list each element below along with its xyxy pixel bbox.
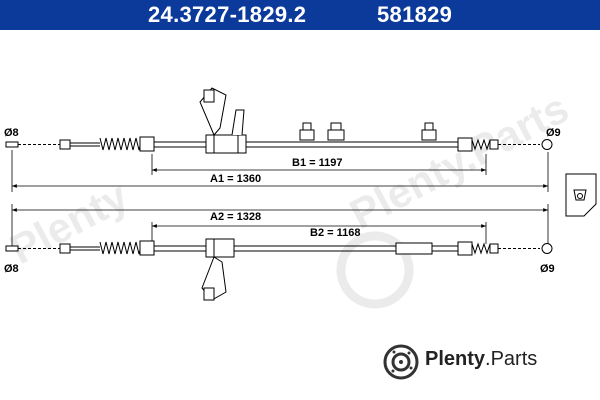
dimension-a1-label: A1 = 1360 bbox=[210, 173, 261, 185]
dimension-a2 bbox=[11, 204, 549, 246]
dimension-a1 bbox=[11, 150, 549, 192]
reference-number: 581829 bbox=[377, 2, 453, 27]
watermark: Plenty Plenty.Parts bbox=[2, 84, 576, 309]
brake-disc-icon bbox=[383, 344, 419, 380]
cable-drawing: Plenty Plenty.Parts Ø8 Ø9 bbox=[2, 84, 597, 309]
lower-right-end-label: Ø9 bbox=[540, 263, 555, 275]
svg-text:Plenty.Parts: Plenty.Parts bbox=[342, 84, 576, 238]
svg-text:Plenty: Plenty bbox=[2, 172, 136, 273]
lower-left-end-label: Ø8 bbox=[4, 263, 19, 275]
brand-wordmark: Plenty.Parts bbox=[425, 348, 537, 371]
brand-name: Plenty bbox=[425, 348, 486, 370]
brand-suffix: .Parts bbox=[485, 348, 538, 370]
dimension-b2-label: B2 = 1168 bbox=[310, 227, 360, 239]
upper-cable bbox=[5, 87, 553, 154]
title-bar: 24.3727-1829.2 581829 bbox=[0, 0, 600, 30]
dimension-b1-label: B1 = 1197 bbox=[292, 157, 342, 169]
bracket-detail bbox=[565, 173, 597, 217]
dimension-b2 bbox=[151, 222, 487, 244]
dimension-b1 bbox=[151, 154, 487, 175]
dimension-a2-label: A2 = 1328 bbox=[210, 211, 261, 223]
plenty-parts-logo: Plenty.Parts bbox=[383, 342, 593, 382]
upper-right-end-label: Ø9 bbox=[546, 127, 561, 139]
part-number: 24.3727-1829.2 bbox=[148, 2, 307, 27]
upper-left-end-label: Ø8 bbox=[4, 127, 19, 139]
lower-cable bbox=[5, 238, 553, 301]
